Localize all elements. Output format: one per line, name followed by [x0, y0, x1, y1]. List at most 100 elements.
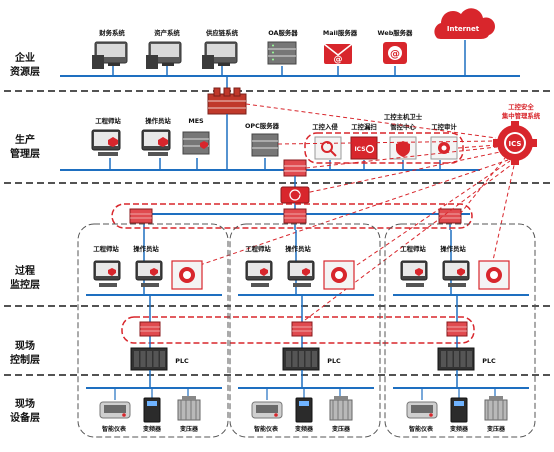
- security-tools-group: [304, 132, 464, 164]
- oa-server-label: OA服务器: [268, 28, 298, 37]
- cell-inverter-label: 变频器: [295, 425, 314, 433]
- cell-plc-icon: [130, 347, 168, 371]
- cell-plc-label: PLC: [175, 357, 189, 365]
- production-boundary-firewall: [280, 159, 310, 214]
- cell-control-firewall-icon: [139, 321, 161, 337]
- scan-ics-badge: ICS: [354, 146, 365, 153]
- vulnerability-scan-label: 工控漏扫: [351, 122, 377, 131]
- production-operator-label: 操作员站: [145, 116, 171, 125]
- cell-transformer-label: 变压器: [487, 425, 506, 433]
- layer-label-enterprise-2: 资源层: [10, 65, 40, 78]
- cell-instrument-label: 智能仪表: [409, 425, 434, 433]
- process-cell-1: 工程师站操作员站PLC智能仪表变频器变压器: [77, 223, 229, 438]
- cell-operator-label: 操作员站: [285, 244, 311, 253]
- web-server-label: Web服务器: [378, 28, 414, 37]
- asset-system-computer-icon: [146, 41, 182, 69]
- cell-boundary: [384, 223, 536, 438]
- cell-transformer-icon: [177, 396, 201, 421]
- layer-label-device-1: 现场: [15, 397, 35, 410]
- intrusion-detection-label: 工控入侵: [312, 122, 338, 131]
- supply-chain-label: 供应链系统: [205, 28, 239, 37]
- cell-plc-icon: [437, 347, 475, 371]
- finance-system-label: 财务系统: [98, 28, 125, 37]
- cell-engineer-label: 工程师站: [245, 244, 271, 253]
- opc-server-label: OPC服务器: [245, 121, 280, 130]
- layer-label-device-2: 设备层: [10, 411, 40, 424]
- ics-center-label-2: 集中管理系统: [501, 111, 541, 120]
- process-firewall-2: [283, 208, 307, 224]
- cell-smart-instrument-icon: [406, 401, 438, 419]
- mail-server-label: Mail服务器: [323, 28, 358, 37]
- cell-inverter-label: 变频器: [450, 425, 469, 433]
- layer-label-control-2: 控制层: [10, 353, 40, 366]
- process-cell-2: 工程师站操作员站PLC智能仪表变频器变压器: [229, 223, 381, 438]
- cell-transformer-icon: [484, 396, 508, 421]
- supply-chain-computer-icon: [202, 41, 238, 69]
- cell-operator-label: 操作员站: [133, 244, 159, 253]
- process-firewall-group: [111, 203, 473, 229]
- opc-server-icon: [251, 133, 279, 157]
- ics-center-label-1: 工控安全: [508, 102, 534, 111]
- host-guard-icon: [389, 136, 417, 160]
- cell-engineer-station-icon: [245, 260, 273, 287]
- cell-engineer-label: 工程师站: [93, 244, 119, 253]
- cell-boundary: [77, 223, 229, 438]
- control-firewall-layer: [121, 316, 475, 344]
- production-engineer-station-icon: [91, 129, 121, 156]
- process-firewall-3: [438, 208, 462, 224]
- cell-control-firewall-icon: [291, 321, 313, 337]
- process-backbone: [111, 203, 473, 230]
- cell-plc-icon: [282, 347, 320, 371]
- cell-inverter-icon: [143, 397, 161, 423]
- cell-engineer-station-icon: [93, 260, 121, 287]
- layer-label-process-2: 监控层: [10, 278, 40, 291]
- production-engineer-label: 工程师站: [95, 116, 121, 125]
- layer-label-process-1: 过程: [15, 264, 35, 277]
- layer-label-production-1: 生产: [15, 133, 35, 146]
- cell-transformer-label: 变压器: [180, 425, 199, 433]
- mes-label: MES: [188, 117, 204, 125]
- cell-boundary: [229, 223, 381, 438]
- cell-inverter-icon: [295, 397, 313, 423]
- layer-labels: 企业 资源层 生产 管理层 过程 监控层 现场 控制层 现场 设备层: [10, 51, 40, 424]
- cell-security-box-icon: [171, 260, 203, 290]
- intrusion-detection-icon: [314, 136, 342, 160]
- production-layer: 工程师站 操作员站 MES OPC服务器 工控入侵: [60, 102, 541, 171]
- mail-server-icon: @: [323, 43, 353, 65]
- ics-audit-label: 工控审计: [431, 122, 457, 131]
- svg-text:@: @: [390, 49, 400, 60]
- ics-audit-icon: [430, 136, 458, 160]
- host-guard-label-2: 管控中心: [390, 122, 416, 131]
- layer-label-production-2: 管理层: [10, 147, 40, 160]
- internet-label: Internet: [447, 25, 480, 33]
- finance-system-computer-icon: [92, 41, 128, 69]
- cell-operator-station-icon: [442, 260, 470, 287]
- management-links: [199, 103, 516, 321]
- cell-plc-label: PLC: [327, 357, 341, 365]
- layer-separators: [4, 90, 550, 376]
- process-cells: 工程师站操作员站PLC智能仪表变频器变压器工程师站操作员站PLC智能仪表变频器变…: [77, 223, 536, 438]
- ics-center-badge: ICS: [509, 140, 522, 148]
- cell-engineer-label: 工程师站: [400, 244, 426, 253]
- cell-operator-label: 操作员站: [440, 244, 466, 253]
- cell-inverter-icon: [450, 397, 468, 423]
- cell-engineer-station-icon: [400, 260, 428, 287]
- layer-label-enterprise-1: 企业: [14, 51, 35, 64]
- process-cell-3: 工程师站 操作员站 PLC 智能仪表 变频器 变压器: [384, 223, 536, 438]
- cell-smart-instrument-icon: [251, 401, 283, 419]
- layer-label-control-1: 现场: [15, 339, 35, 352]
- oa-server-icon: [267, 41, 297, 65]
- cell-control-firewall-icon: [446, 321, 468, 337]
- production-operator-station-icon: [141, 129, 171, 156]
- asset-system-label: 资产系统: [154, 28, 180, 37]
- internet-cloud-icon: Internet: [434, 8, 496, 39]
- cell-plc-label: PLC: [482, 357, 496, 365]
- cell-operator-station-icon: [287, 260, 315, 287]
- cell-transformer-label: 变压器: [332, 425, 351, 433]
- cell-smart-instrument-icon: [99, 401, 131, 419]
- mes-server-icon: [182, 131, 210, 155]
- cell-operator-station-icon: [135, 260, 163, 287]
- ics-center-gear-icon: ICS: [493, 121, 537, 165]
- vulnerability-scan-icon: ICS: [350, 136, 378, 160]
